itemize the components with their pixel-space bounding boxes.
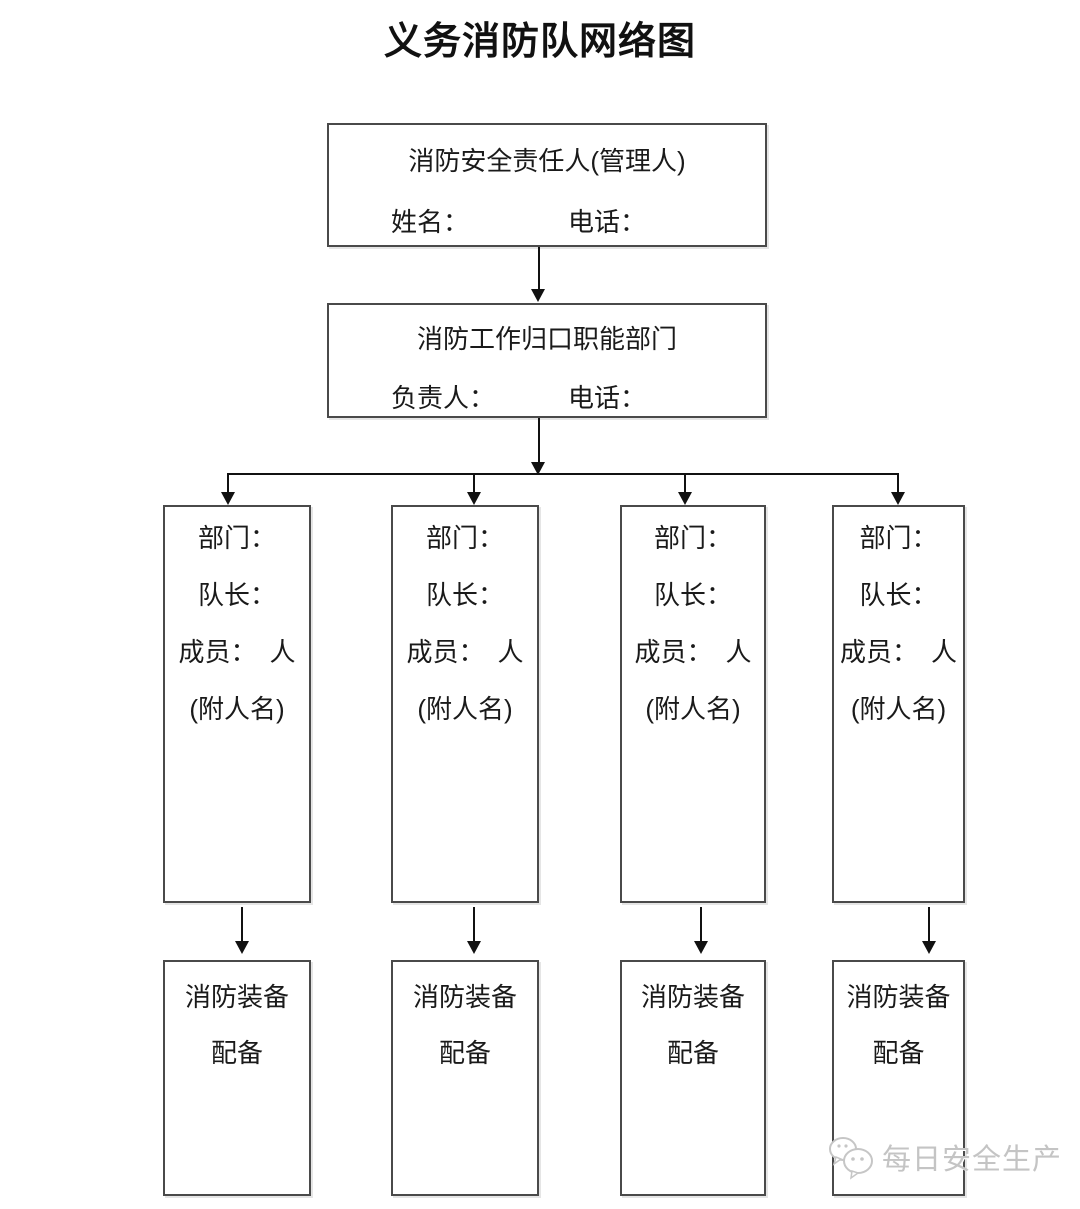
team-box-3: 部门： 队长： 成员： 人 (附人名) [620,505,766,903]
team-4-names-note: (附人名) [850,694,947,724]
team-1-dept-label: 部门： [197,523,276,553]
team-1-members-label: 成员： 人 [178,637,296,667]
branch-drop-1-line [227,474,229,493]
team-1-names-note: (附人名) [189,694,285,724]
team-3-members-label: 成员： 人 [634,637,752,667]
team-box-4: 部门： 队长： 成员： 人 (附人名) [832,505,965,903]
team-3-dept-label: 部门： [653,523,732,553]
team-3-to-equip-arrowhead-icon [694,941,708,954]
team-box-2: 部门： 队长： 成员： 人 (附人名) [391,505,539,903]
team-4-to-equip-line [928,907,930,942]
equip-4-line1: 消防装备 [846,982,951,1012]
team-4-members-label: 成员： 人 [839,637,957,667]
fire-dept-box: 消防工作归口职能部门 负责人： 电话： [327,303,767,418]
team-1-to-equip-line [241,907,243,942]
responsible-person-box: 消防安全责任人(管理人) 姓名： 电话： [327,123,767,247]
connector-dept-to-branch-arrowhead-icon [531,462,545,475]
connector-top-to-dept-line [538,247,540,290]
branch-drop-3-arrowhead-icon [678,492,692,505]
equip-3-line1: 消防装备 [640,982,745,1012]
name-label: 姓名： [391,207,470,237]
team-2-captain-label: 队长： [425,580,504,610]
fire-dept-title: 消防工作归口职能部门 [416,324,677,354]
equipment-box-3: 消防装备 配备 [620,960,766,1196]
responsible-person-fields: 姓名： 电话： [329,202,765,239]
connector-top-to-dept-arrowhead-icon [531,289,545,302]
team-3-names-note: (附人名) [645,694,741,724]
equip-1-line1: 消防装备 [184,982,289,1012]
team-4-captain-label: 队长： [859,580,938,610]
team-2-to-equip-line [473,907,475,942]
team-4-to-equip-arrowhead-icon [922,941,936,954]
equip-1-line2: 配备 [210,1038,263,1068]
equip-2-line2: 配备 [438,1038,491,1068]
team-3-to-equip-line [700,907,702,942]
equip-4-line2: 配备 [872,1038,925,1068]
branch-drop-2-line [473,474,475,493]
equipment-box-1: 消防装备 配备 [163,960,311,1196]
team-1-to-equip-arrowhead-icon [235,941,249,954]
branch-drop-1-arrowhead-icon [221,492,235,505]
responsible-person-title: 消防安全责任人(管理人) [408,146,686,176]
branch-line [227,473,899,475]
phone-label: 电话： [568,207,647,237]
wechat-bubbles-icon [829,1137,873,1180]
fire-dept-fields: 负责人： 电话： [329,378,765,415]
branch-drop-2-arrowhead-icon [467,492,481,505]
team-2-dept-label: 部门： [425,523,504,553]
leader-label: 负责人： [391,383,496,413]
dept-phone-label: 电话： [568,383,647,413]
branch-drop-4-line [897,474,899,493]
team-2-members-label: 成员： 人 [406,637,524,667]
watermark-text: 每日安全生产 [882,1144,1063,1176]
equip-2-line1: 消防装备 [412,982,517,1012]
team-3-captain-label: 队长： [653,580,732,610]
team-box-1: 部门： 队长： 成员： 人 (附人名) [163,505,311,903]
team-2-names-note: (附人名) [417,694,513,724]
team-4-dept-label: 部门： [859,523,938,553]
branch-drop-4-arrowhead-icon [891,492,905,505]
equipment-box-2: 消防装备 配备 [391,960,539,1196]
team-1-captain-label: 队长： [197,580,276,610]
page-title: 义务消防队网络图 [383,21,696,63]
connector-dept-to-branch-line [538,418,540,463]
branch-drop-3-line [684,474,686,493]
equip-3-line2: 配备 [666,1038,719,1068]
watermark: 每日安全生产 [828,1134,1062,1180]
team-2-to-equip-arrowhead-icon [467,941,481,954]
